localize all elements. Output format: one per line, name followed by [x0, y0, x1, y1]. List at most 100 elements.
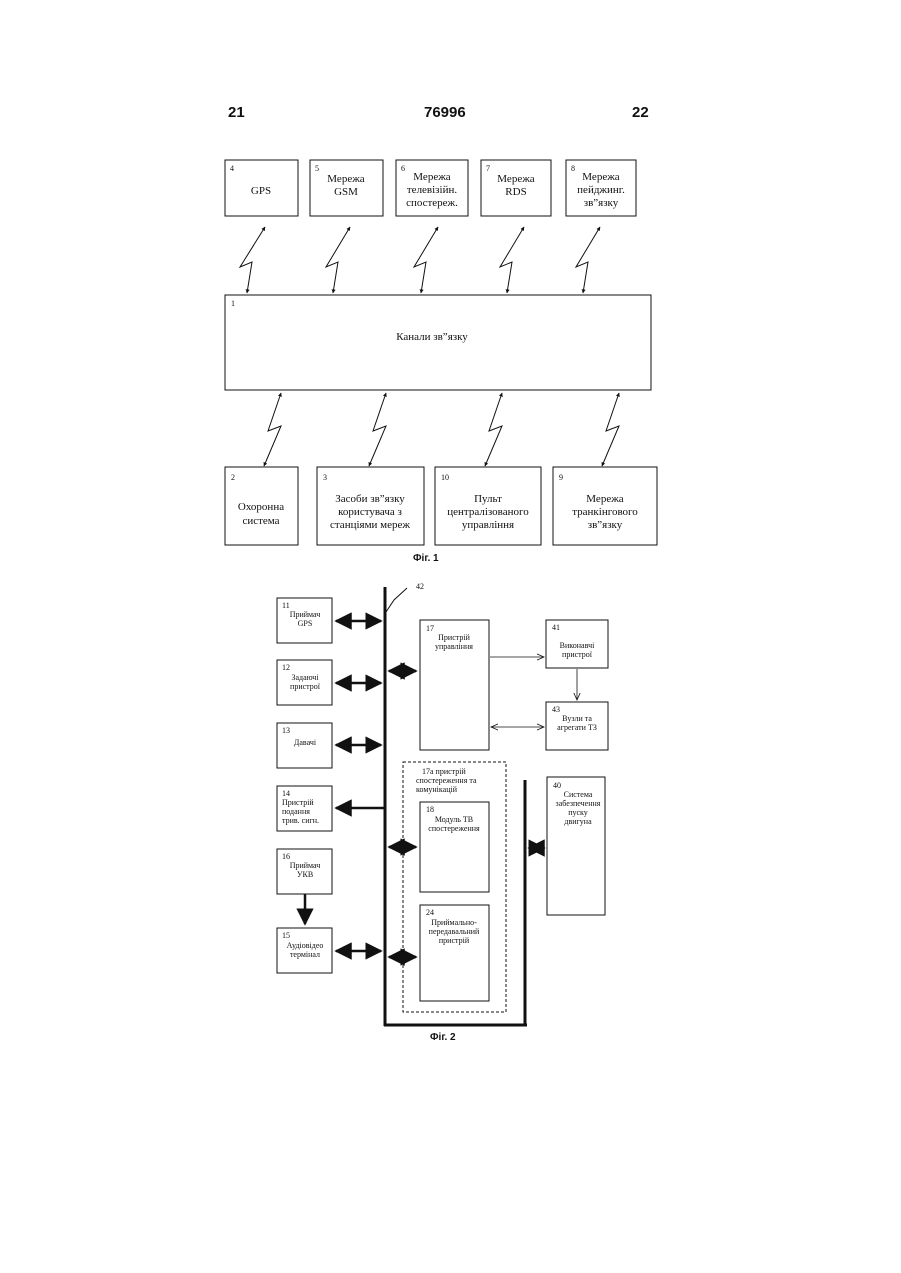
box-label-line: пуску [568, 808, 588, 817]
box-label-line: Мережа [582, 171, 620, 183]
box-number: 3 [323, 473, 327, 482]
box-label-line: зв”язку [588, 519, 623, 531]
fig1-box-user-means: 3 Засоби зв”язку користувача з станціями… [317, 467, 424, 545]
box-label-line: агрегати ТЗ [557, 723, 597, 732]
fig2-box-alarm-device: 14 Пристрій подання трив. сигн. [277, 786, 332, 831]
box-label-line: пристрої [290, 682, 321, 691]
box-number: 10 [441, 473, 449, 482]
box-label-line: Мережа [497, 173, 535, 185]
fig2-box-av-terminal: 15 Аудіовідео термінал [277, 928, 332, 973]
fig2-box-tv-module: 18 Модуль ТВ спостереження [420, 802, 489, 892]
fig2-box-vhf-receiver: 16 Приймач УКВ [277, 849, 332, 894]
radio-link [500, 227, 524, 293]
box-label-line: Приймач [290, 861, 321, 870]
box-label-line: УКВ [297, 870, 313, 879]
box-label-line: RDS [505, 186, 526, 198]
box-label-line: станціями мереж [330, 519, 410, 531]
box-number: 9 [559, 473, 563, 482]
box-number: 43 [552, 705, 560, 714]
box-label-line: Мережа [327, 173, 365, 185]
fig1-box-gps: 4 GPS [225, 160, 298, 216]
fig2-box-vehicle-units: 43 Вузли та агрегати ТЗ [546, 702, 608, 750]
radio-link [602, 393, 619, 466]
fig2: 42 11 Приймач GPS 12 Задаючі пристрої 13… [277, 582, 608, 1043]
box-label-line: спостереження [428, 824, 480, 833]
fig2-caption: Фіг. 2 [430, 1032, 456, 1043]
fig1-box-gsm: 5 Мережа GSM [310, 160, 383, 216]
group-label-line: 17а пристрій [422, 767, 466, 776]
box-label-line: Задаючі [291, 673, 319, 682]
radio-link [264, 393, 281, 466]
box-label-line: користувача з [338, 506, 402, 518]
group-label-line: комунікацій [416, 785, 458, 794]
box-label-line: Засоби зв”язку [335, 493, 405, 505]
fig1-box-tv-network: 6 Мережа телевізійн. спостереж. [396, 160, 468, 216]
box-number: 8 [571, 164, 575, 173]
fig2-bus-connectors-right [389, 671, 544, 957]
box-label-line: GSM [334, 186, 358, 198]
box-label-line: пейджинг. [577, 184, 625, 196]
box-label-line: Вузли та [562, 714, 592, 723]
box-number: 24 [426, 908, 434, 917]
box-number: 4 [230, 164, 234, 173]
box-label-line: централізованого [447, 506, 529, 518]
radio-link [414, 227, 438, 293]
box-label-line: Модуль ТВ [435, 815, 473, 824]
box-label-line: подання [282, 807, 310, 816]
fig2-box-transceiver: 24 Приймально- передавальний пристрій [420, 905, 489, 1001]
fig1-box-rds: 7 Мережа RDS [481, 160, 551, 216]
box-label-line: Охоронна [238, 501, 284, 513]
bus-number: 42 [416, 582, 424, 591]
fig2-box-sensors: 13 Давачі [277, 723, 332, 768]
box-number: 1 [231, 299, 235, 308]
box-number: 13 [282, 726, 290, 735]
box-label-line: управління [435, 642, 473, 651]
bus-leader [386, 588, 407, 612]
fig1-caption: Фіг. 1 [413, 553, 439, 564]
box-number: 5 [315, 164, 319, 173]
box-label-line: трив. сигн. [282, 816, 319, 825]
fig1-box-control-panel: 10 Пульт централізованого управління [435, 467, 541, 545]
box-label-line: Мережа [586, 493, 624, 505]
box-label-line: пристрій [439, 936, 470, 945]
box-label-line: Приймач [290, 610, 321, 619]
fig2-group-observation: 17а пристрій спостереження та комунікаці… [403, 762, 506, 1012]
box-label-line: GPS [298, 619, 313, 628]
radio-link [369, 393, 386, 466]
box-label-line: Пристрій [282, 798, 314, 807]
box-label-line: транкінгового [572, 506, 638, 518]
box-label-line: термінал [290, 950, 320, 959]
fig1-radio-links-top [240, 227, 600, 293]
box-number: 41 [552, 623, 560, 632]
fig2-box-engine-start: 40 Система забезпечення пуску двигуна [547, 777, 605, 915]
group-label-line: спостереження та [416, 776, 477, 785]
fig1-radio-links-bottom [264, 393, 619, 466]
radio-link [240, 227, 265, 293]
box-label-line: забезпечення [556, 799, 601, 808]
box-label-line: Виконавчі [560, 641, 595, 650]
box-label-line: система [242, 515, 279, 527]
fig1-box-paging: 8 Мережа пейджинг. зв”язку [566, 160, 636, 216]
box-label-line: Приймально- [431, 918, 477, 927]
box-number: 16 [282, 852, 290, 861]
box-label-line: двигуна [564, 817, 592, 826]
fig2-box-actuators: 41 Виконавчі пристрої [546, 620, 608, 668]
fig2-box-gps-receiver: 11 Приймач GPS [277, 598, 332, 643]
box-number: 6 [401, 164, 405, 173]
box-label-line: Аудіовідео [287, 941, 324, 950]
box-label-line: Давачі [294, 738, 317, 747]
box-label-line: GPS [251, 185, 271, 197]
box-label-line: пристрої [562, 650, 593, 659]
box-label-line: управління [462, 519, 514, 531]
radio-link [576, 227, 600, 293]
box-number: 14 [282, 789, 290, 798]
fig1-box-channels: 1 Канали зв”язку [225, 295, 651, 390]
box-number: 2 [231, 473, 235, 482]
box-number: 18 [426, 805, 434, 814]
box-label-line: зв”язку [584, 197, 619, 209]
box-number: 11 [282, 601, 290, 610]
box-label-line: спостереж. [406, 197, 458, 209]
fig1: 4 GPS 5 Мережа GSM 6 Мережа телевізійн. … [225, 160, 657, 564]
box-number: 12 [282, 663, 290, 672]
box-label-line: Система [564, 790, 593, 799]
